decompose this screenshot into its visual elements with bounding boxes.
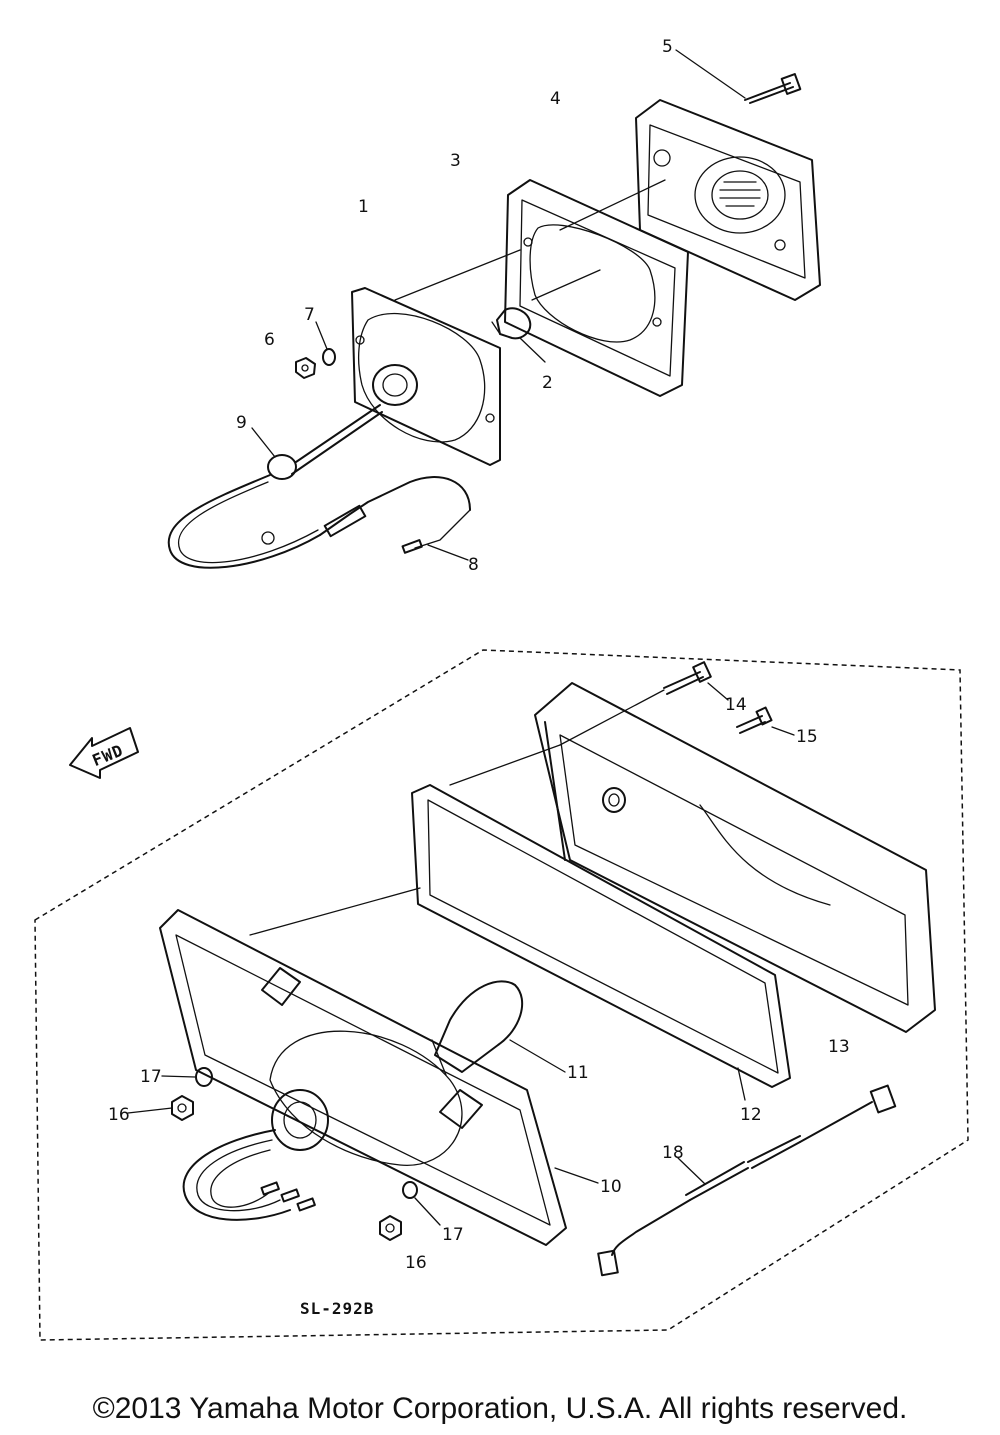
assembly-boundary — [34, 649, 969, 1341]
part-15-screw — [736, 706, 795, 736]
callout-17-right: 17 — [442, 1225, 464, 1245]
part-9-grommet — [251, 404, 383, 480]
part-5-screw — [675, 49, 802, 104]
callout-15: 15 — [796, 727, 818, 747]
lower-lamp-assembly: FWD — [34, 649, 969, 1341]
callout-6: 6 — [264, 330, 275, 350]
callout-5: 5 — [662, 37, 673, 57]
callout-18: 18 — [662, 1143, 684, 1163]
callout-11: 11 — [567, 1063, 589, 1083]
part-2-bulb — [491, 307, 546, 363]
part-10-lamp-base — [159, 909, 599, 1246]
part-17-washer-right — [402, 1181, 441, 1226]
part-17-washer-left — [161, 1067, 213, 1087]
part-1-lamp-base — [351, 287, 501, 466]
part-13-lens-housing — [534, 682, 936, 1033]
callout-16-left: 16 — [108, 1105, 130, 1125]
upper-alignment-lines — [394, 179, 666, 301]
callout-16-right: 16 — [405, 1253, 427, 1273]
exploded-parts-diagram: FWD 1 2 3 4 5 6 7 8 9 10 11 12 13 14 15 … — [34, 37, 969, 1341]
callout-17-left: 17 — [140, 1067, 162, 1087]
callout-8: 8 — [468, 555, 479, 575]
callout-3: 3 — [450, 151, 461, 171]
part-16-nut-left — [127, 1095, 194, 1121]
callout-12: 12 — [740, 1105, 762, 1125]
part-11-bulb — [431, 980, 566, 1076]
part-7-washer — [315, 321, 336, 366]
part-14-screw — [663, 661, 729, 701]
callout-14: 14 — [725, 695, 747, 715]
callout-labels: 1 2 3 4 5 6 7 8 9 10 11 12 13 14 15 16 1… — [108, 37, 850, 1273]
callout-10: 10 — [600, 1177, 622, 1197]
lamp-wiring — [182, 1129, 316, 1221]
callout-4: 4 — [550, 89, 561, 109]
part-8-wire-harness — [167, 474, 471, 569]
part-18-wire-lead — [597, 1084, 897, 1277]
upper-lamp-assembly — [167, 49, 821, 569]
callout-2: 2 — [542, 373, 553, 393]
part-12-gasket — [411, 784, 791, 1101]
lower-alignment-lines — [249, 689, 665, 936]
copyright-notice: ©2013 Yamaha Motor Corporation, U.S.A. A… — [92, 1392, 908, 1425]
callout-1: 1 — [358, 197, 369, 217]
part-4-lens-housing — [635, 99, 821, 301]
drawing-code: SL-292B — [300, 1299, 374, 1318]
part-6-nut — [295, 357, 316, 379]
callout-9: 9 — [236, 413, 247, 433]
part-16-nut-right — [379, 1215, 402, 1241]
fwd-arrow: FWD — [69, 727, 139, 779]
part-3-gasket — [504, 179, 689, 397]
callout-13: 13 — [828, 1037, 850, 1057]
callout-7: 7 — [304, 305, 315, 325]
